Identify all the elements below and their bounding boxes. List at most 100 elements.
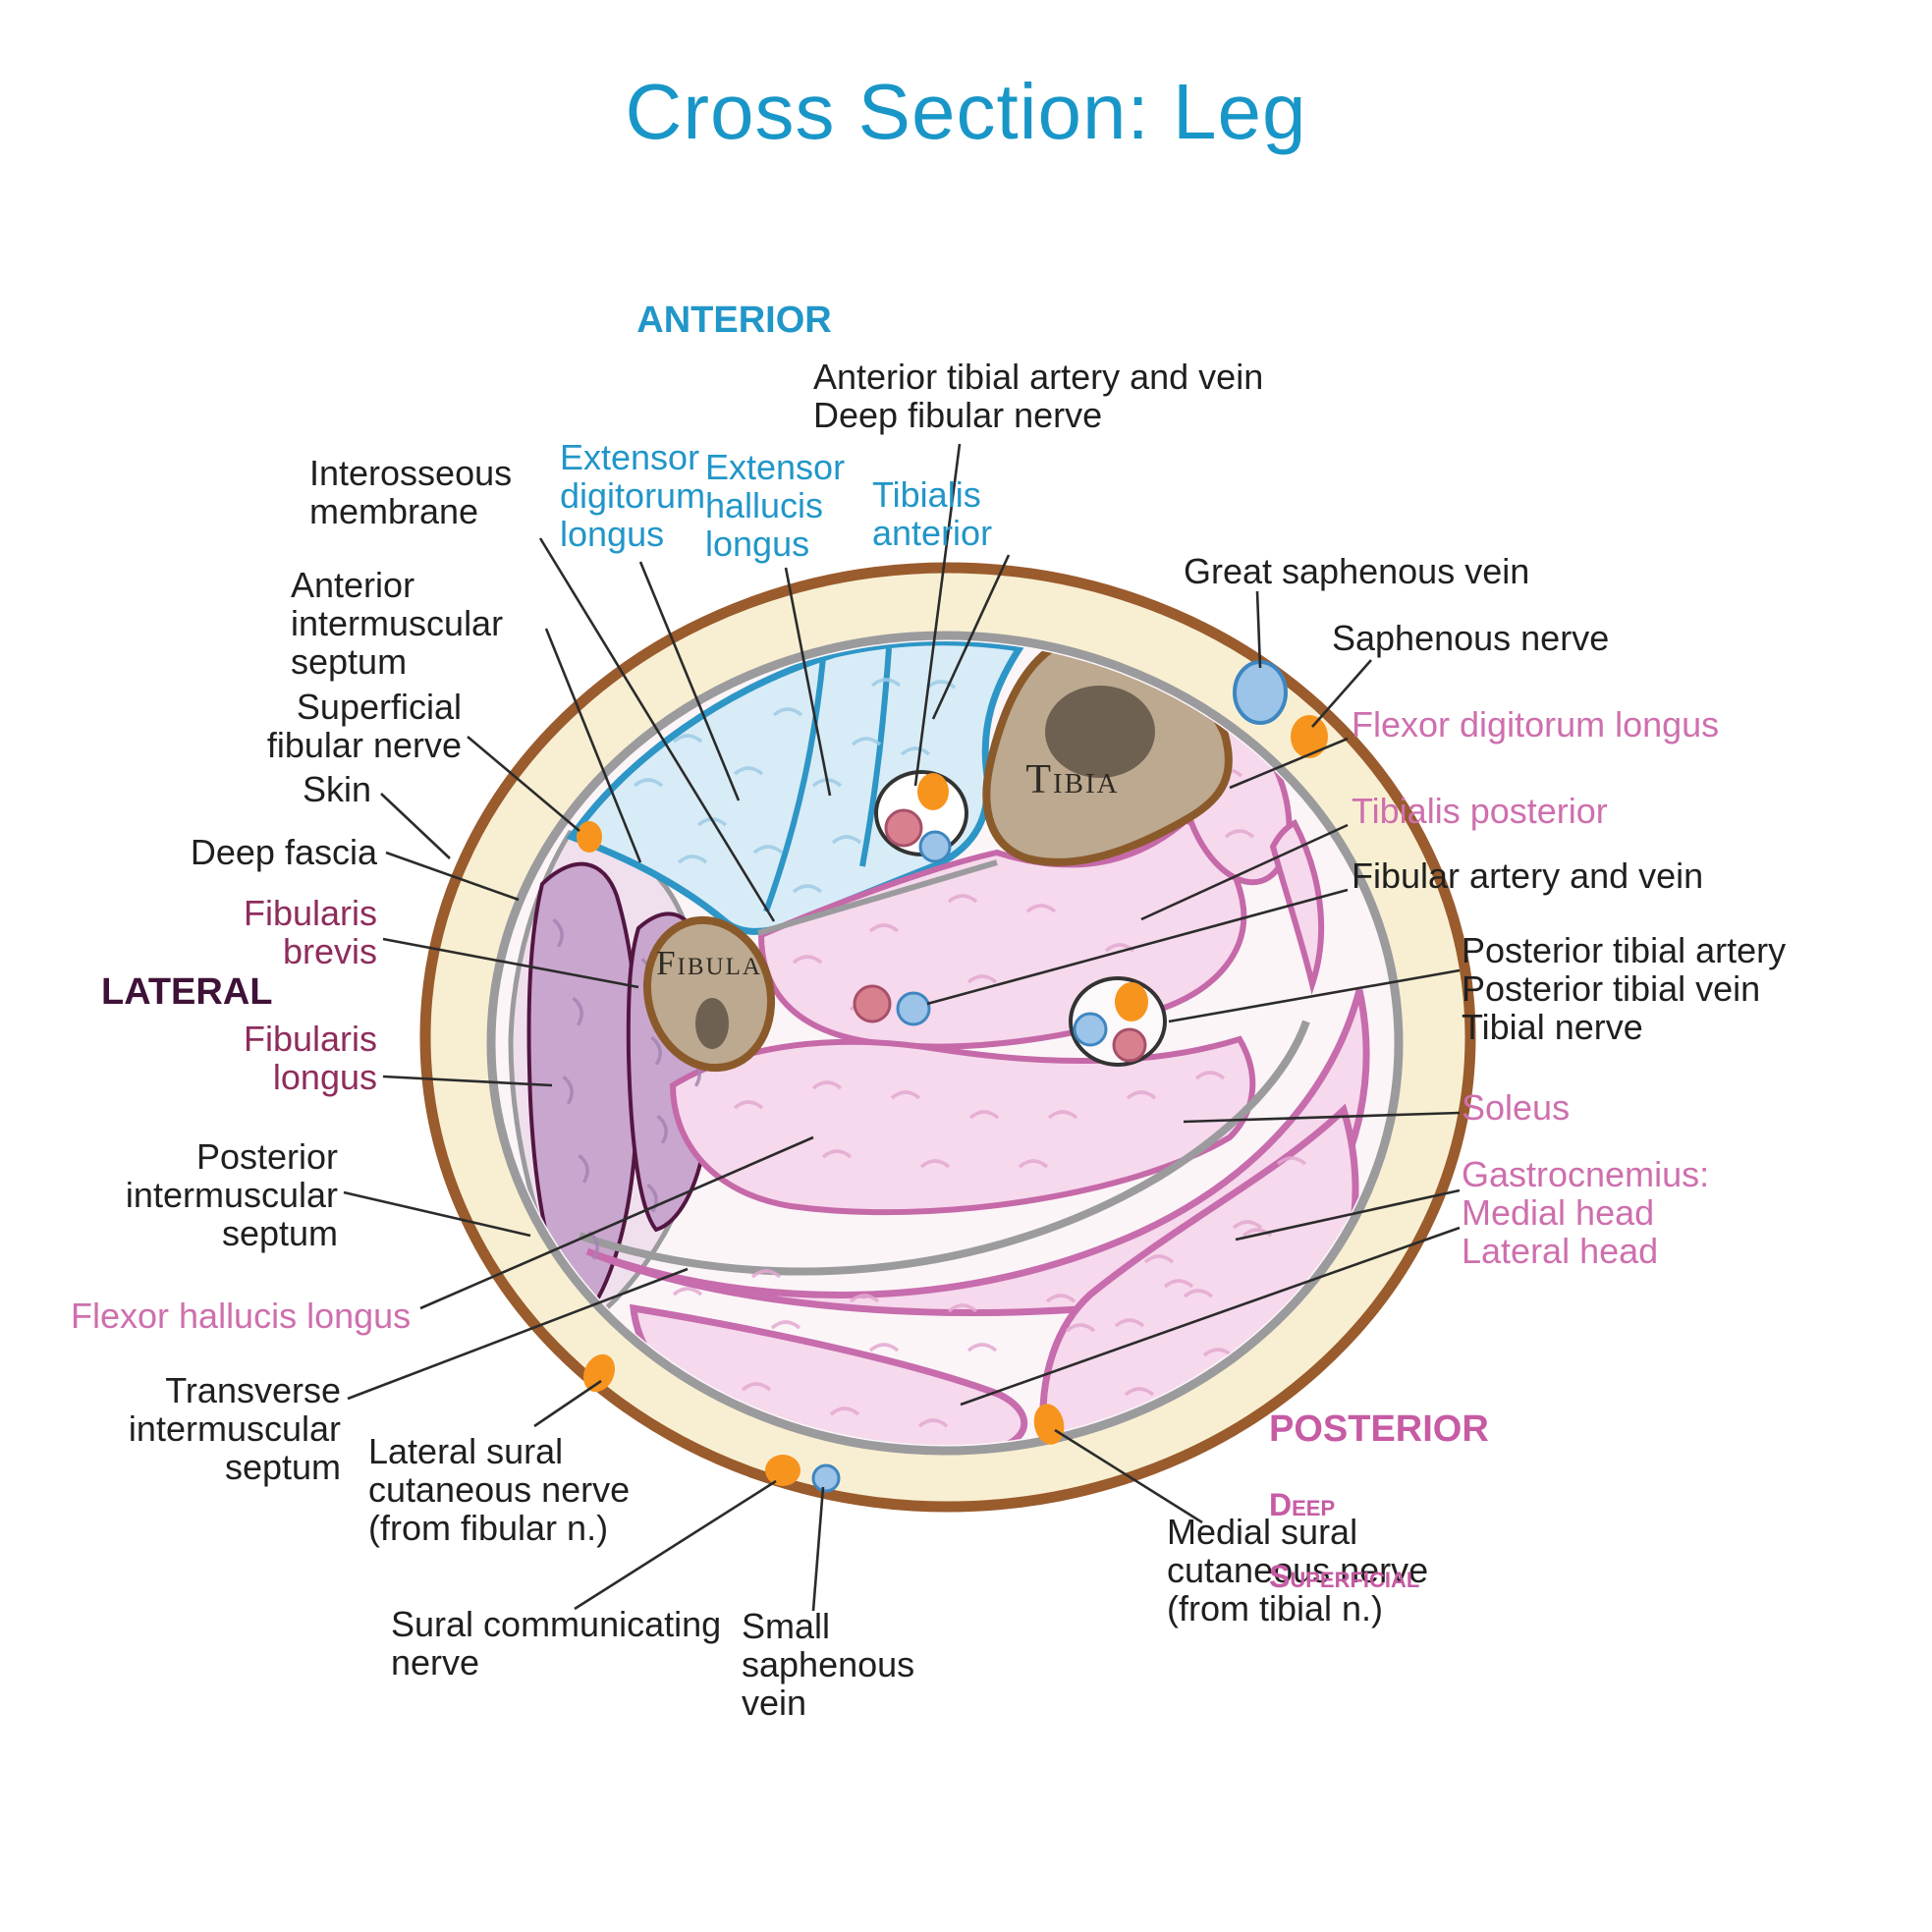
fiber-squiggle: [811, 1080, 843, 1090]
heading-posterior-deep: Deep: [1269, 1486, 1336, 1522]
superficial-fibular-nerve-dot: [577, 821, 602, 853]
label-tibialis-posterior: Tibialis posterior: [1352, 791, 1608, 831]
fiber-squiggle: [1124, 1387, 1155, 1397]
fiber-squiggle: [1232, 1220, 1263, 1230]
fiber-squiggle: [968, 1110, 1000, 1120]
fiber-squiggle: [792, 955, 823, 965]
label-extensor-digitorum-longus: Extensor digitorum longus: [560, 437, 706, 555]
page-title: Cross Section: Leg: [625, 68, 1307, 155]
fibular-vein: [896, 991, 931, 1026]
label-fibularis-brevis: Fibularis brevis: [243, 893, 377, 972]
fiber-squiggle: [851, 737, 882, 746]
label-fibula: Fibula: [656, 944, 762, 982]
fiber-squiggle: [752, 845, 784, 855]
fiber-squiggle: [1126, 1090, 1157, 1100]
fiber-squiggle: [829, 1407, 860, 1416]
fiber-squiggle: [562, 1075, 574, 1105]
fiber-squiggle: [646, 1183, 658, 1213]
fiber-squiggle: [1224, 829, 1255, 839]
label-transverse-intermuscular-septum: Transverse intermuscular septum: [128, 1370, 341, 1488]
label-superficial-fibular-nerve: Superficial fibular nerve: [266, 687, 462, 766]
fiber-squiggle: [1065, 1323, 1096, 1333]
saphenous-nerve-dot: [1291, 715, 1328, 758]
posterior-tibial-vein: [1073, 1012, 1108, 1047]
label-skin: Skin: [302, 769, 371, 809]
interosseous-membrane-line: [757, 859, 998, 936]
fiber-squiggle: [1045, 1294, 1076, 1303]
fiber-squiggle: [1018, 1159, 1049, 1169]
fiber-squiggle: [672, 1287, 703, 1297]
fiber-squiggle: [672, 734, 703, 744]
fiber-squiggle: [1143, 1254, 1175, 1264]
label-interosseous-membrane: Interosseous membrane: [309, 453, 513, 532]
label-extensor-hallucis-longus: Extensor hallucis longus: [705, 447, 846, 565]
label-anterior-intermuscular-septum: Anterior intermuscular septum: [291, 565, 504, 683]
label-medial-sural-cutaneous-nerve: Medial sural cutaneous nerve (from tibia…: [1167, 1512, 1429, 1629]
fiber-squiggle: [1276, 1156, 1307, 1166]
medial-sural-cutaneous-nerve-dot: [1033, 1404, 1065, 1445]
heading-posterior-superficial: Superficial: [1269, 1558, 1420, 1594]
fiber-squiggle: [919, 1159, 951, 1169]
label-flexor-digitorum-longus: Flexor digitorum longus: [1352, 704, 1720, 745]
fiber-squiggle: [966, 1343, 998, 1352]
fiber-squiggle: [792, 884, 823, 894]
fiber-squiggle: [552, 917, 564, 948]
label-fibularis-longus: Fibularis longus: [243, 1019, 377, 1098]
label-posterior-tibial-bundle: Posterior tibial artery Posterior tibial…: [1462, 930, 1787, 1048]
label-lateral-sural-cutaneous-nerve: Lateral sural cutaneous nerve (from fibu…: [368, 1431, 631, 1549]
fiber-squiggle: [917, 1418, 949, 1428]
heading-posterior: POSTERIOR: [1269, 1408, 1489, 1451]
fiber-squiggle: [677, 855, 708, 864]
fiber-squiggle: [947, 1303, 978, 1313]
anterior-tibial-vein: [918, 830, 952, 863]
fibularis-longus-muscle: [526, 861, 640, 1324]
fiber-squiggle: [1163, 1279, 1194, 1289]
tibial-nerve: [1115, 982, 1148, 1021]
anterior-tibial-artery: [884, 808, 923, 848]
fiber-squiggle: [633, 778, 664, 788]
fiber-squiggle: [821, 1149, 853, 1159]
label-deep-fascia: Deep fascia: [190, 832, 377, 872]
fiber-squiggle: [1183, 1289, 1214, 1298]
leader-lines: [343, 443, 1461, 1612]
fiber-squiggle: [1114, 1318, 1145, 1328]
label-soleus: Soleus: [1462, 1087, 1571, 1128]
edl-ehl-separation: [763, 657, 826, 913]
transverse-intermuscular-septum-line: [578, 1020, 1310, 1276]
fiber-squiggle: [900, 746, 931, 756]
fiber-squiggle: [750, 1269, 782, 1279]
fiber-squiggle: [733, 1100, 764, 1110]
posterior-tibial-artery: [1112, 1027, 1147, 1063]
label-flexor-hallucis-longus: Flexor hallucis longus: [71, 1296, 412, 1336]
label-sural-communicating-nerve: Sural communicating nerve: [391, 1604, 722, 1684]
heading-posterior-block: POSTERIOR Deep Superficial: [1269, 1371, 1489, 1632]
label-posterior-intermuscular-septum: Posterior intermuscular septum: [125, 1136, 338, 1254]
sural-communicating-nerve-dot: [765, 1455, 800, 1486]
fiber-squiggle: [966, 974, 998, 984]
fiber-squiggle: [656, 1114, 668, 1144]
fiber-squiggle: [947, 894, 978, 904]
label-great-saphenous-vein: Great saphenous vein: [1184, 551, 1530, 591]
heading-lateral: LATERAL: [101, 971, 273, 1013]
fiber-squiggle: [733, 766, 764, 776]
fiber-squiggle: [1194, 1071, 1226, 1080]
tibia-medulla: [1045, 686, 1155, 778]
fiber-squiggle: [868, 1343, 900, 1352]
great-saphenous-vein-dot: [1233, 660, 1288, 725]
small-saphenous-vein-dot: [811, 1463, 841, 1493]
fiber-squiggle: [868, 923, 900, 933]
fiber-squiggle: [572, 996, 583, 1026]
label-fibular-artery-vein: Fibular artery and vein: [1352, 856, 1704, 896]
fiber-squiggle: [890, 1090, 921, 1100]
label-anterior-tibial-bundle: Anterior tibial artery and vein Deep fib…: [813, 357, 1264, 436]
ehl-ta-separation: [859, 647, 892, 867]
label-tibia: Tibia: [1025, 757, 1120, 802]
fiber-squiggle: [770, 1320, 801, 1330]
fiber-squiggle: [650, 1035, 662, 1066]
lateral-sural-cutaneous-nerve-dot: [582, 1353, 616, 1393]
fiber-squiggle: [772, 707, 803, 717]
fiber-squiggle: [870, 678, 902, 688]
fiber-squiggle: [1242, 1228, 1273, 1238]
fiber-squiggle: [1025, 904, 1057, 913]
